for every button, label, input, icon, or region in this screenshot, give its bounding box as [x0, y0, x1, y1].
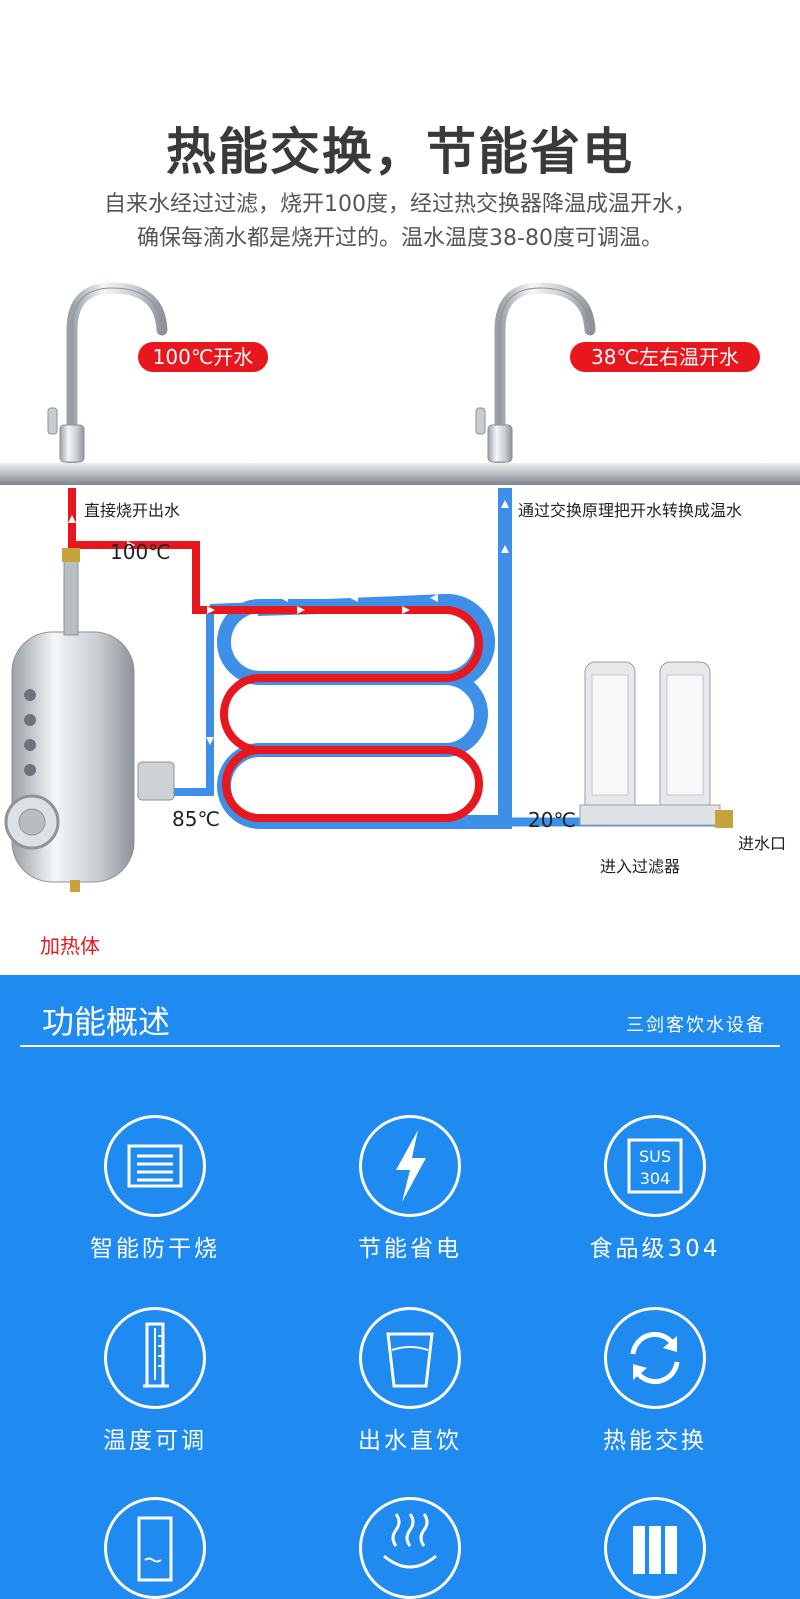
feature-label: 出水直饮 — [358, 1428, 462, 1454]
inlet-label: 进水口 — [738, 834, 787, 853]
lightning-icon — [359, 1115, 461, 1217]
feature-dry-burn: 智能防干烧 — [55, 1115, 255, 1263]
brand-label: 三剑客饮水设备 — [626, 1015, 766, 1036]
water-heater-tank-icon — [4, 548, 175, 892]
faucet-left-icon — [47, 282, 168, 468]
faucet-right-icon — [475, 282, 596, 468]
temp-85-label: 85℃ — [172, 807, 220, 831]
temp-20-label: 20℃ — [528, 808, 576, 832]
filter-label: 进入过滤器 — [600, 857, 681, 876]
heat-exchange-diagram — [0, 282, 800, 892]
svg-text:SUS: SUS — [639, 1147, 671, 1166]
boiling-water-tag: 100℃开水 — [138, 342, 268, 372]
feature-door-icon-partial — [55, 1497, 255, 1599]
section-divider — [20, 1045, 780, 1047]
svg-text:304: 304 — [640, 1169, 671, 1188]
feature-filter-icon-partial — [555, 1497, 755, 1599]
feature-direct-drink: 出水直饮 — [310, 1307, 510, 1455]
heating-plate-icon — [104, 1115, 206, 1217]
feature-label: 食品级304 — [589, 1236, 721, 1262]
feature-heat-exchange: 热能交换 — [555, 1307, 755, 1455]
water-filter-icon — [579, 661, 733, 828]
sus304-icon: SUS 304 — [604, 1115, 706, 1217]
filter-cartridges-icon — [604, 1497, 706, 1599]
page-title: 热能交换，节能省电 — [166, 123, 634, 181]
subtitle-line-2: 确保每滴水都是烧开过的。温水温度38-80度可调温。 — [137, 226, 663, 251]
feature-label: 温度可调 — [103, 1428, 207, 1454]
direct-boil-label: 直接烧开出水 — [84, 501, 181, 520]
feature-energy-saving: 节能省电 — [310, 1115, 510, 1263]
feature-food-grade: SUS 304 食品级304 — [555, 1115, 755, 1263]
boiling-outlet-pipe — [68, 488, 210, 614]
temp-100-label: 100℃ — [110, 540, 171, 564]
heat-exchange-section: 热能交换，节能省电 自来水经过过滤，烧开100度，经过热交换器降温成温开水， 确… — [0, 123, 800, 958]
feature-label: 智能防干烧 — [90, 1236, 220, 1262]
feature-label: 热能交换 — [603, 1428, 707, 1454]
cooling-pipe — [150, 593, 496, 796]
steam-icon — [359, 1497, 461, 1599]
countertop-bar — [0, 463, 800, 485]
feature-temp-adjust: 温度可调 — [55, 1307, 255, 1455]
warm-water-tag: 38℃左右温开水 — [570, 342, 760, 372]
door-icon — [104, 1497, 206, 1599]
feature-label: 节能省电 — [358, 1236, 462, 1262]
feature-steam-icon-partial — [310, 1497, 510, 1599]
features-section: 功能概述 三剑客饮水设备 智能防干烧 节能省电 SUS 304 食品级304 温… — [0, 975, 800, 1599]
cold-water-pipe — [217, 488, 512, 829]
subtitle-line-1: 自来水经过过滤，烧开100度，经过热交换器降温成温开水， — [104, 192, 696, 217]
thermometer-icon — [104, 1307, 206, 1409]
exchange-label: 通过交换原理把开水转换成温水 — [518, 501, 743, 520]
heater-label: 加热体 — [40, 934, 100, 958]
exchange-arrows-icon — [604, 1307, 706, 1409]
cup-icon — [359, 1307, 461, 1409]
flow-arrows — [68, 500, 509, 745]
features-title: 功能概述 — [42, 1003, 171, 1041]
hot-water-pipe — [200, 606, 483, 822]
